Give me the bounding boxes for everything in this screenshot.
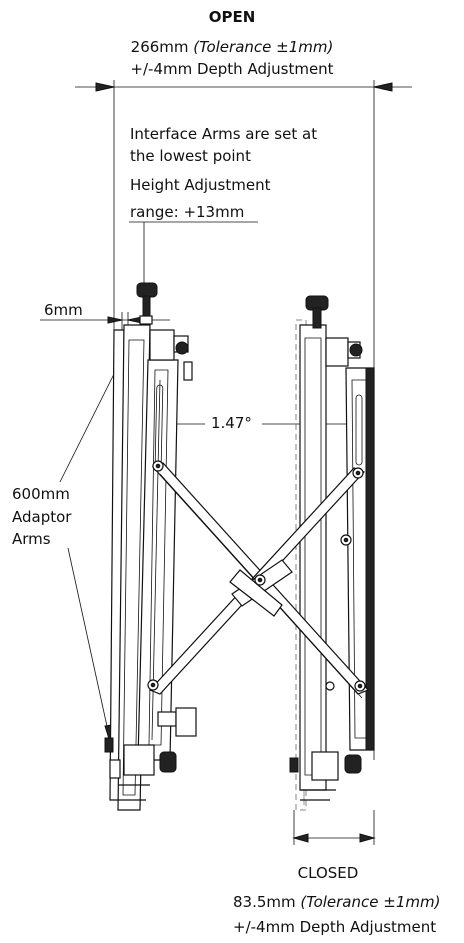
adaptor-arms-line1: 600mm	[12, 485, 70, 503]
adaptor-leader-bottom	[67, 547, 111, 741]
closed-width: 83.5mm	[233, 893, 296, 911]
open-depth-adjustment: +/-4mm Depth Adjustment	[130, 60, 334, 78]
height-adjustment-line2: range: +13mm	[130, 203, 245, 221]
gap-dimension-label: 6mm	[44, 301, 83, 319]
adaptor-arms-line2: Adaptor	[12, 508, 72, 526]
open-width: 266mm	[130, 38, 189, 56]
closed-tolerance: (Tolerance ±1mm)	[300, 893, 441, 911]
adaptor-arms-line3: Arms	[12, 530, 51, 548]
interface-arms-note-line2: the lowest point	[130, 147, 251, 165]
height-adjustment-line1: Height Adjustment	[130, 176, 271, 194]
interface-arms-note-line1: Interface Arms are set at	[130, 125, 318, 143]
open-bracket	[104, 282, 197, 811]
open-tolerance: (Tolerance ±1mm)	[193, 38, 334, 56]
angle-dimension-label: 1.47°	[209, 414, 254, 432]
closed-heading: CLOSED	[297, 864, 359, 882]
closed-width-label: 83.5mm (Tolerance ±1mm)	[233, 893, 440, 911]
open-width-label: 266mm (Tolerance ±1mm)	[0, 38, 464, 56]
closed-depth-adjustment: +/-4mm Depth Adjustment	[233, 918, 437, 936]
closed-bracket	[289, 295, 375, 811]
closed-width-dimension	[292, 810, 376, 845]
open-heading: OPEN	[208, 8, 256, 26]
pivot-points	[147, 460, 366, 692]
